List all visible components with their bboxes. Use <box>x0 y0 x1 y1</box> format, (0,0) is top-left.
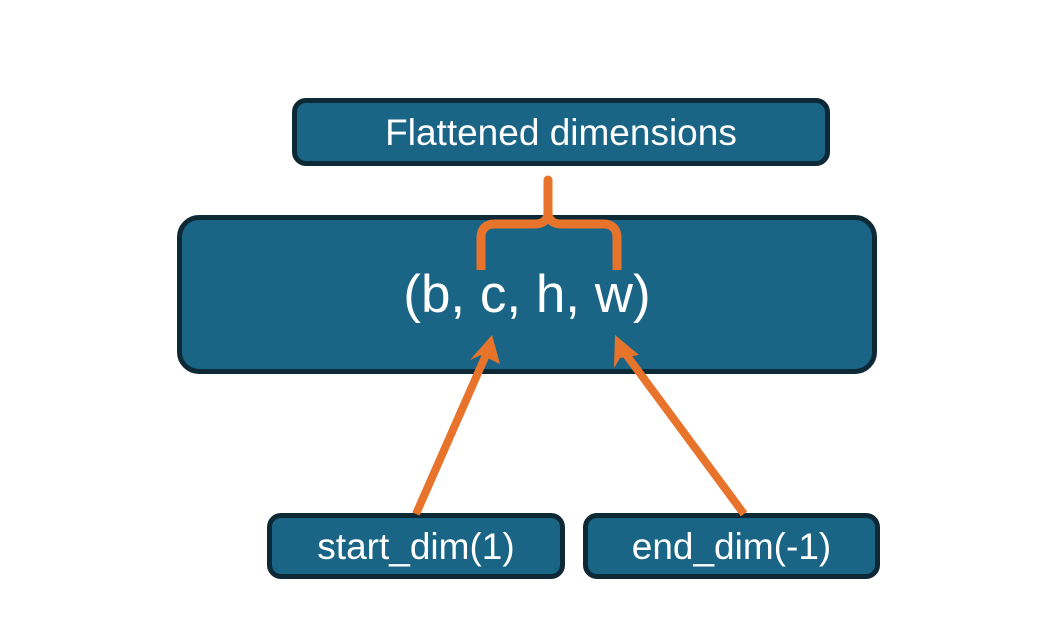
start-dim-box: start_dim(1) <box>267 513 565 579</box>
end-dim-label: end_dim(-1) <box>631 525 832 567</box>
tensor-shape-label: (b, c, h, w) <box>403 265 651 324</box>
end-dim-box: end_dim(-1) <box>583 513 880 579</box>
tensor-shape-box: (b, c, h, w) <box>177 215 877 374</box>
start-dim-label: start_dim(1) <box>317 525 515 567</box>
flattened-dimensions-label: Flattened dimensions <box>385 111 737 153</box>
flattened-dimensions-box: Flattened dimensions <box>292 98 830 166</box>
